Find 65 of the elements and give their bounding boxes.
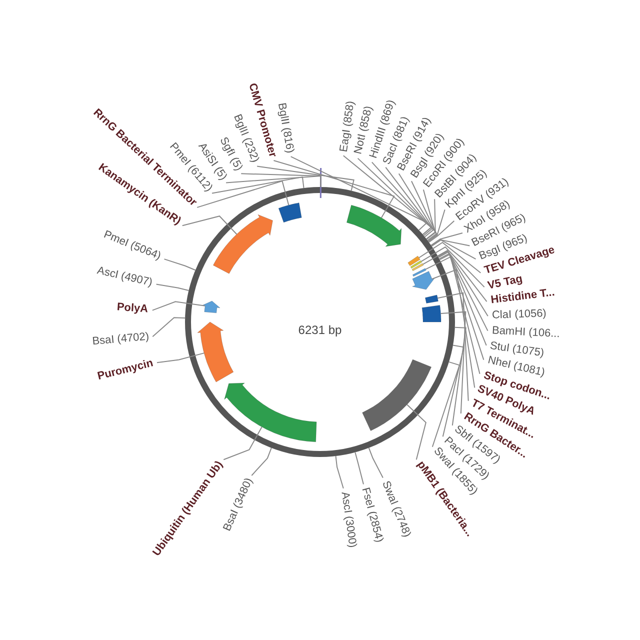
gene-feature-block <box>412 263 424 272</box>
leader-line <box>438 251 488 332</box>
restriction-site-label: AscI (3000) <box>337 489 358 551</box>
gene-feature-block <box>412 268 426 277</box>
leader-line <box>354 452 364 485</box>
leader-line <box>428 209 446 242</box>
leader-line <box>357 158 432 235</box>
restriction-site-label: ClaI (1056) <box>490 308 548 323</box>
leader-line <box>420 246 485 288</box>
leader-line <box>432 361 460 448</box>
leader-line <box>152 301 206 311</box>
leader-line <box>425 256 480 374</box>
feature-label: PolyA <box>114 301 151 317</box>
leader-line <box>428 220 455 243</box>
leader-line <box>273 160 395 218</box>
leader-line <box>385 166 434 238</box>
gene-feature-block <box>278 202 302 223</box>
leader-line <box>442 344 464 438</box>
restriction-site-label: BglII (816) <box>274 100 297 156</box>
plasmid-size-label: 6231 bp <box>298 323 342 337</box>
leader-line <box>406 404 426 460</box>
gene-feature <box>412 271 436 290</box>
leader-line <box>439 254 484 360</box>
leader-line <box>368 447 384 478</box>
leader-line <box>196 180 290 208</box>
leader-line <box>432 269 476 388</box>
leader-line <box>422 250 488 302</box>
leader-line <box>164 258 196 271</box>
leader-line <box>440 311 466 414</box>
leader-line <box>438 250 488 317</box>
restriction-site-label: BsaI (4702) <box>89 330 152 349</box>
leader-line <box>437 292 469 402</box>
gene-feature <box>202 300 220 314</box>
leader-line <box>156 284 190 291</box>
leader-line <box>426 198 436 240</box>
leader-line <box>256 166 354 192</box>
gene-feature <box>346 204 402 247</box>
leader-line <box>212 176 304 194</box>
leader-line <box>411 180 438 242</box>
leader-line <box>251 447 272 476</box>
gene-feature-block <box>410 260 422 269</box>
leader-line <box>398 173 437 241</box>
leader-line <box>422 189 436 240</box>
leader-line <box>371 162 433 236</box>
leader-line <box>418 242 482 274</box>
leader-line <box>152 317 186 338</box>
leader-line <box>438 252 487 346</box>
gene-feature-block <box>422 304 442 322</box>
leader-line <box>182 216 238 235</box>
gene-feature <box>197 322 234 382</box>
gene-feature-block <box>424 294 438 304</box>
leader-line <box>290 156 428 231</box>
restriction-site-label: BamHI (106... <box>489 324 562 342</box>
restriction-site-label: AscI (4907) <box>94 264 156 290</box>
gene-feature-block <box>362 359 432 432</box>
gene-feature <box>224 382 317 442</box>
leader-line <box>223 426 262 460</box>
leader-line <box>335 456 344 489</box>
leader-line <box>156 352 205 364</box>
gene-feature <box>212 214 273 274</box>
gene-feature-block <box>408 256 420 266</box>
leader-line <box>430 232 463 246</box>
leader-line <box>452 326 466 426</box>
leader-line <box>240 173 322 188</box>
leader-line <box>431 239 476 260</box>
